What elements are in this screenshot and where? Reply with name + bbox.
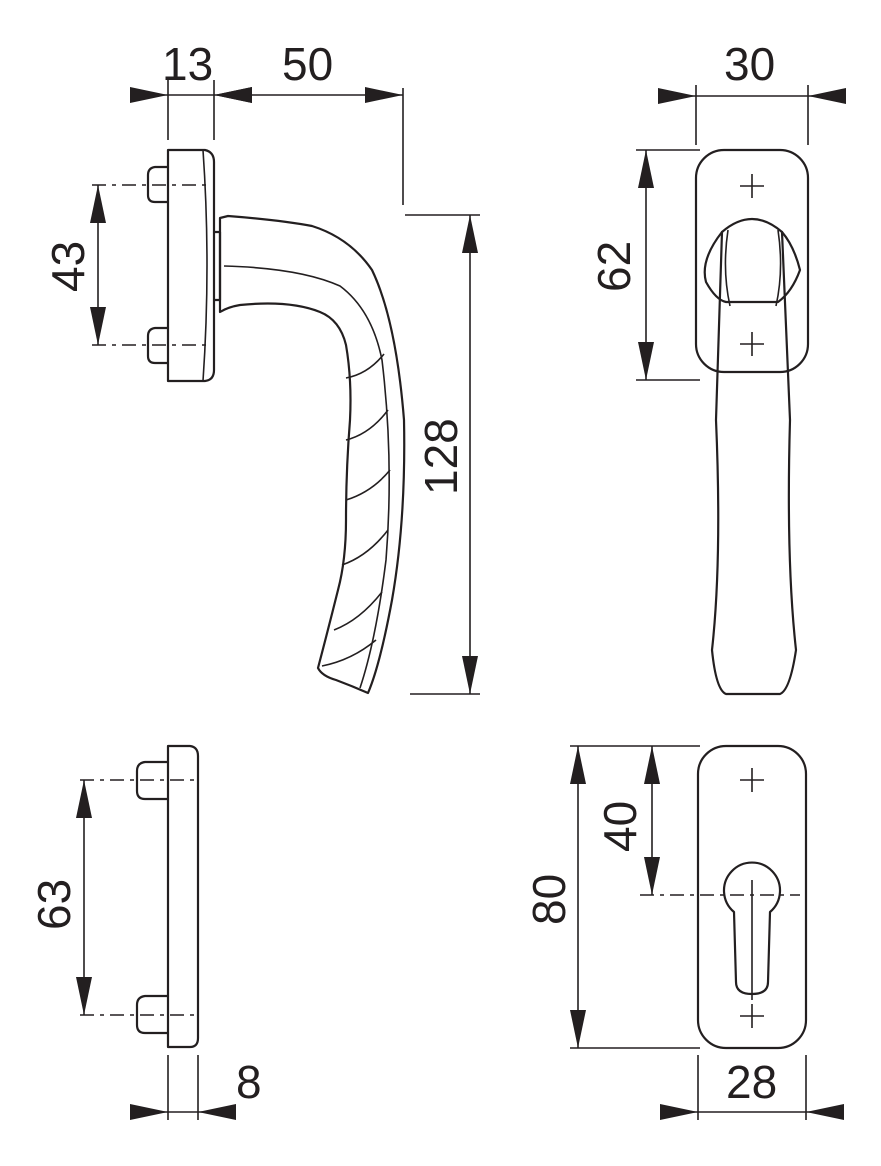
- grip-ridge-3: [345, 469, 391, 501]
- arrow-28-left: [660, 1104, 698, 1120]
- side-screw-bottom: [146, 326, 170, 365]
- side-rose-edge: [202, 149, 208, 382]
- side-screw-top: [146, 165, 170, 204]
- grip-ridge-2: [345, 409, 389, 441]
- escutcheon-front-view: 40 80 28: [523, 744, 844, 1120]
- grip-ridge-1: [345, 353, 385, 379]
- escutcheon-screw-mark-top: [740, 768, 764, 792]
- grip-ridge-5: [333, 591, 383, 631]
- arrow-62-bottom: [638, 342, 654, 380]
- arrow-30-right: [808, 88, 846, 104]
- arrow-63-top: [76, 780, 92, 818]
- escutcheon-plate: [696, 744, 808, 1050]
- arrow-8-left: [130, 1104, 168, 1120]
- front-lever-head: [703, 230, 802, 304]
- dim-label-50: 50: [282, 38, 333, 90]
- dim-label-40: 40: [594, 801, 646, 852]
- arrow-63-bottom: [76, 977, 92, 1015]
- dim-label-62: 62: [588, 241, 640, 292]
- dim-label-30: 30: [724, 38, 775, 90]
- front-screw-mark-bottom: [740, 332, 764, 356]
- dim-label-43: 43: [42, 241, 94, 292]
- arrow-8-right: [198, 1104, 236, 1120]
- arrow-62-top: [638, 150, 654, 188]
- front-lever-head-inner: [724, 229, 782, 307]
- cylinder-cutout: [722, 861, 782, 996]
- arrow-50-left: [214, 87, 252, 103]
- plate-side-view: 63 8: [28, 744, 262, 1120]
- grip-ridge-4: [341, 529, 389, 566]
- arrow-40-top: [644, 746, 660, 784]
- dim-label-28: 28: [726, 1056, 777, 1108]
- arrow-128-bottom: [462, 656, 478, 694]
- front-lever-body: [710, 218, 798, 696]
- plate-screw-top: [135, 760, 170, 801]
- arrow-28-right: [806, 1104, 844, 1120]
- dim-label-63: 63: [28, 879, 80, 930]
- dim-label-128: 128: [415, 418, 467, 495]
- arrow-43-top: [90, 185, 106, 223]
- dim-label-8: 8: [236, 1056, 262, 1108]
- escutcheon-screw-mark-bottom: [740, 1004, 764, 1028]
- dim-label-80: 80: [523, 874, 575, 925]
- lever-outline: [218, 214, 406, 695]
- arrow-80-bottom: [570, 1010, 586, 1048]
- arrow-80-top: [570, 746, 586, 784]
- lever-inner-line: [223, 265, 390, 689]
- arrow-40-bottom: [644, 857, 660, 895]
- front-rose: [694, 148, 810, 374]
- handle-front-view: 30 62: [588, 38, 846, 696]
- arrow-128-top: [462, 215, 478, 253]
- arrow-13-left: [130, 87, 168, 103]
- plate-body: [166, 744, 200, 1049]
- dim-label-13: 13: [162, 38, 213, 90]
- front-screw-mark-top: [740, 174, 764, 198]
- plate-screw-bottom: [135, 994, 170, 1035]
- arrow-30-left: [658, 88, 696, 104]
- arrow-43-bottom: [90, 307, 106, 345]
- side-rose: [166, 148, 216, 383]
- grip-ridge-6: [321, 639, 377, 667]
- arrow-50-right: [365, 87, 403, 103]
- handle-side-view: 13 50 43 128: [42, 38, 480, 695]
